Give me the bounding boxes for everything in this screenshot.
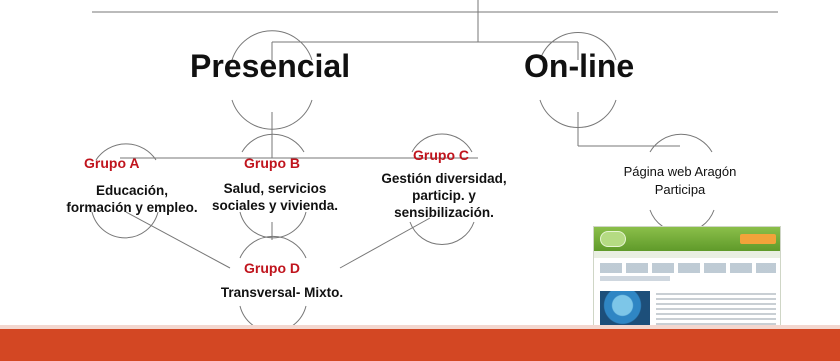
thumbnail-subheading: [600, 276, 670, 281]
a-to-d-line: [125, 211, 231, 269]
thumbnail-heading: [600, 263, 776, 273]
grupo-c-arc-bottom: [409, 221, 475, 246]
thumbnail-logo-icon: [600, 231, 626, 247]
thumbnail-globe-image: [600, 291, 650, 325]
grupo-d-arc-top: [239, 235, 307, 259]
grupo-c-line1: Gestión diversidad,: [381, 171, 507, 186]
grupo-d-description: Transversal- Mixto.: [202, 284, 362, 301]
grupo-c-line3: sensibilización.: [394, 205, 494, 220]
grupo-b-line2: sociales y vivienda.: [211, 198, 339, 213]
grupo-a-arc-top: [95, 143, 157, 161]
grupo-c-line2: particip. y: [412, 188, 476, 203]
grupo-d-label: Grupo D: [244, 260, 300, 276]
web-page-label-line1: Página web Aragón: [623, 164, 737, 179]
thumbnail-nav-bar: [594, 251, 780, 258]
online-arc-top: [539, 31, 617, 61]
grupo-c-label: Grupo C: [413, 147, 469, 163]
website-screenshot-thumbnail: [593, 226, 781, 326]
grupo-b-label: Grupo B: [244, 155, 300, 171]
grupo-a-arc-bottom: [91, 211, 159, 239]
web-page-label: Página web Aragón Participa: [610, 163, 750, 199]
thumbnail-government-logo-icon: [740, 234, 776, 244]
grupo-a-description: Educación, formación y empleo.: [62, 182, 202, 216]
online-title: On-line: [524, 48, 635, 84]
grupo-b-description: Salud, servicios sociales y vivienda.: [200, 180, 350, 214]
grupo-c-description: Gestión diversidad, particip. y sensibil…: [368, 170, 520, 221]
c-to-d-line: [339, 217, 431, 269]
grupo-a-line2: formación y empleo.: [66, 200, 198, 215]
web-page-label-line2: Participa: [654, 182, 706, 197]
grupo-d-line1: Transversal- Mixto.: [220, 285, 344, 300]
grupo-c-arc-top: [411, 133, 473, 153]
grupo-b-arc-top: [241, 133, 305, 153]
footer-bar: [0, 329, 840, 361]
grupo-b-arc-bottom: [239, 211, 307, 239]
presencial-title: Presencial: [190, 48, 351, 84]
presencial-arc-top: [231, 30, 313, 61]
thumbnail-body-text: [656, 293, 776, 325]
grupo-b-line1: Salud, servicios: [223, 181, 327, 196]
grupo-a-line1: Educación,: [95, 183, 168, 198]
thumbnail-header: [594, 227, 780, 251]
footer-stripe: [0, 325, 840, 329]
grupo-a-label: Grupo A: [84, 155, 140, 171]
web-arc-top: [649, 133, 713, 153]
